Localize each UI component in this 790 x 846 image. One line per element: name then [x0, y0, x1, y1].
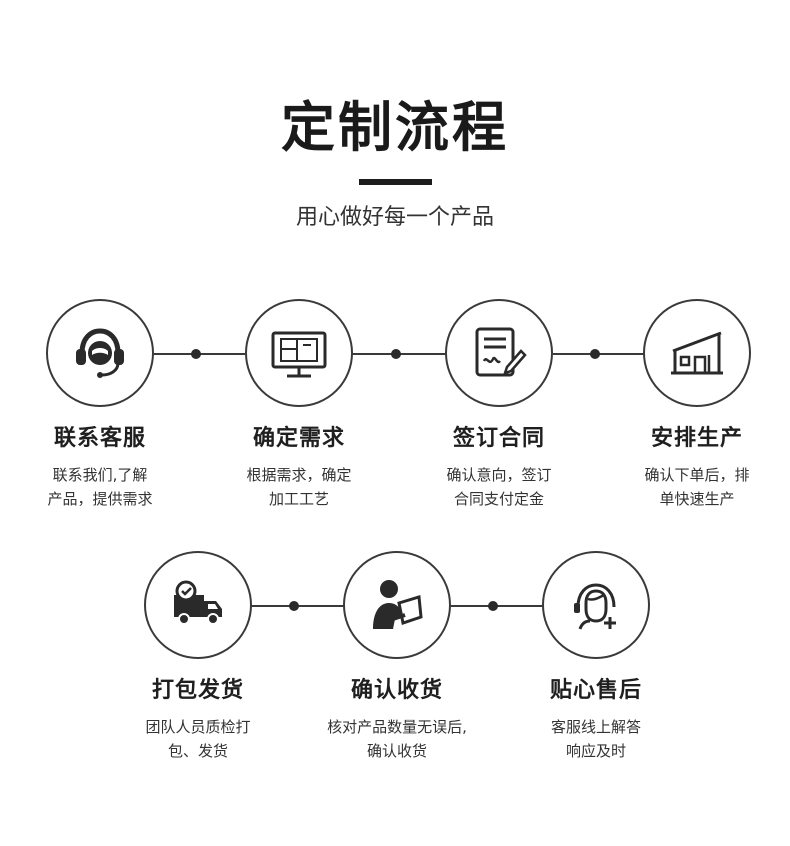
connector-dot — [488, 601, 498, 611]
connector-dot — [391, 349, 401, 359]
step-pack-ship: 打包发货 团队人员质检打 包、发货 — [123, 551, 273, 763]
step-description-line: 确认收货 — [366, 742, 427, 760]
step-title: 签订合同 — [452, 426, 545, 451]
connector-dot — [191, 349, 201, 359]
step-confirm-receipt: 确认收货 核对产品数量无误后, 确认收货 — [322, 551, 472, 763]
step-title: 安排生产 — [650, 426, 743, 451]
person-receiving-icon — [373, 580, 423, 629]
connector-dot — [590, 349, 600, 359]
page-subtitle: 用心做好每一个产品 — [295, 205, 494, 230]
step-icon-circle — [445, 299, 553, 407]
title-underline — [359, 179, 432, 185]
step-description-line: 客服线上解答 — [550, 718, 641, 736]
step-description-line: 确认下单后，排 — [644, 466, 750, 484]
step-title: 确定需求 — [252, 426, 345, 451]
step-description-line: 确认意向，签订 — [446, 466, 552, 484]
factory-icon — [671, 331, 723, 375]
step-icon-circle — [643, 299, 751, 407]
step-description-line: 合同支付定金 — [453, 490, 544, 508]
step-description-line: 根据需求，确定 — [246, 466, 352, 484]
step-description-line: 联系我们,了解 — [52, 466, 148, 484]
step-icon-circle — [542, 551, 650, 659]
step-sign-contract: 签订合同 确认意向，签订 合同支付定金 — [424, 299, 574, 511]
customer-service-icon — [574, 583, 616, 630]
step-title: 贴心售后 — [549, 678, 642, 703]
step-description: 确认意向，签订 合同支付定金 — [424, 463, 574, 511]
step-icon-circle — [46, 299, 154, 407]
step-contact-service: 联系客服 联系我们,了解 产品，提供需求 — [25, 299, 175, 511]
step-icon-circle — [343, 551, 451, 659]
step-description: 客服线上解答 响应及时 — [521, 715, 671, 763]
headset-icon — [76, 328, 124, 378]
delivery-truck-icon — [174, 580, 222, 625]
contract-sign-icon — [475, 327, 527, 377]
step-description: 根据需求，确定 加工工艺 — [224, 463, 374, 511]
step-title: 确认收货 — [350, 678, 443, 703]
step-title: 打包发货 — [151, 678, 244, 703]
step-description: 确认下单后，排 单快速生产 — [622, 463, 772, 511]
step-description-line: 团队人员质检打 — [145, 718, 251, 736]
monitor-blueprint-icon — [271, 331, 327, 378]
step-title: 联系客服 — [53, 426, 146, 451]
step-after-sales: 贴心售后 客服线上解答 响应及时 — [521, 551, 671, 763]
page-title: 定制流程 — [281, 96, 509, 159]
step-confirm-needs: 确定需求 根据需求，确定 加工工艺 — [224, 299, 374, 511]
step-description: 核对产品数量无误后, 确认收货 — [322, 715, 472, 763]
step-description: 联系我们,了解 产品，提供需求 — [25, 463, 175, 511]
step-description: 团队人员质检打 包、发货 — [123, 715, 273, 763]
step-description-line: 单快速生产 — [659, 490, 735, 508]
step-description-line: 包、发货 — [167, 742, 228, 760]
step-description-line: 核对产品数量无误后, — [327, 718, 467, 736]
step-arrange-production: 安排生产 确认下单后，排 单快速生产 — [622, 299, 772, 511]
step-description-line: 产品，提供需求 — [47, 490, 153, 508]
step-icon-circle — [144, 551, 252, 659]
connector-dot — [289, 601, 299, 611]
step-icon-circle — [245, 299, 353, 407]
step-description-line: 加工工艺 — [268, 490, 329, 508]
step-description-line: 响应及时 — [565, 742, 626, 760]
